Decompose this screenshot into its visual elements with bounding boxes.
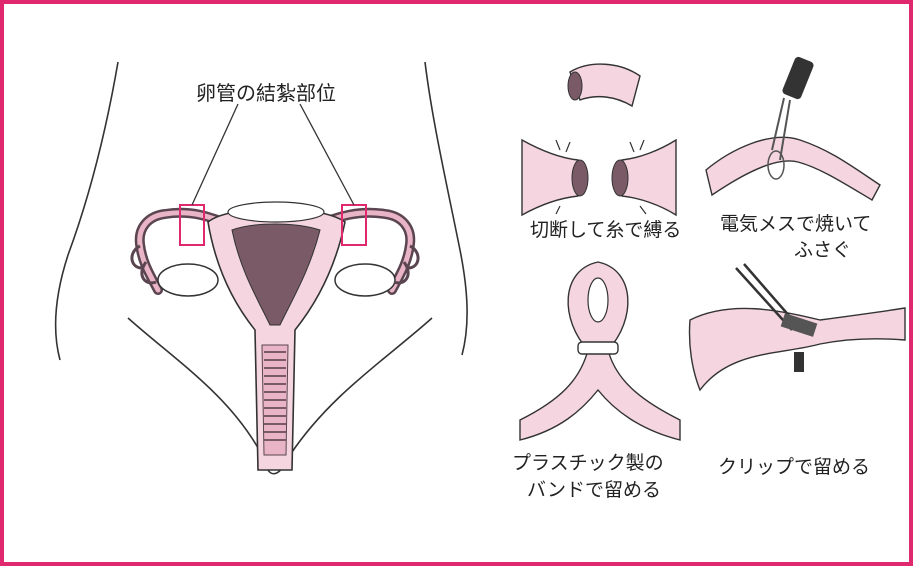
method-cut-tie-illustration [522,140,676,215]
ovary-right [335,264,395,296]
method-clip-label: クリップで留める [718,454,870,480]
method-band-illustration [520,262,680,440]
tube-segment [568,64,640,106]
method-clip-illustration [689,264,905,390]
method-cut-tie-label: 切断して糸で縛る [530,217,681,243]
method-band-label-line1: プラスチック製の [512,450,664,476]
ovary-left [158,264,218,296]
ligation-site-label: 卵管の結紮部位 [196,80,336,106]
method-cautery-label-line1: 電気メスで焼いて [720,211,871,237]
leader-line-left [192,104,238,205]
method-cautery-illustration [706,56,880,200]
method-band-label-line2: バンドで留める [527,477,661,503]
uterus [208,202,345,470]
method-cautery-label-line2: ふさぐ [794,237,851,263]
leader-line-right [300,104,354,205]
